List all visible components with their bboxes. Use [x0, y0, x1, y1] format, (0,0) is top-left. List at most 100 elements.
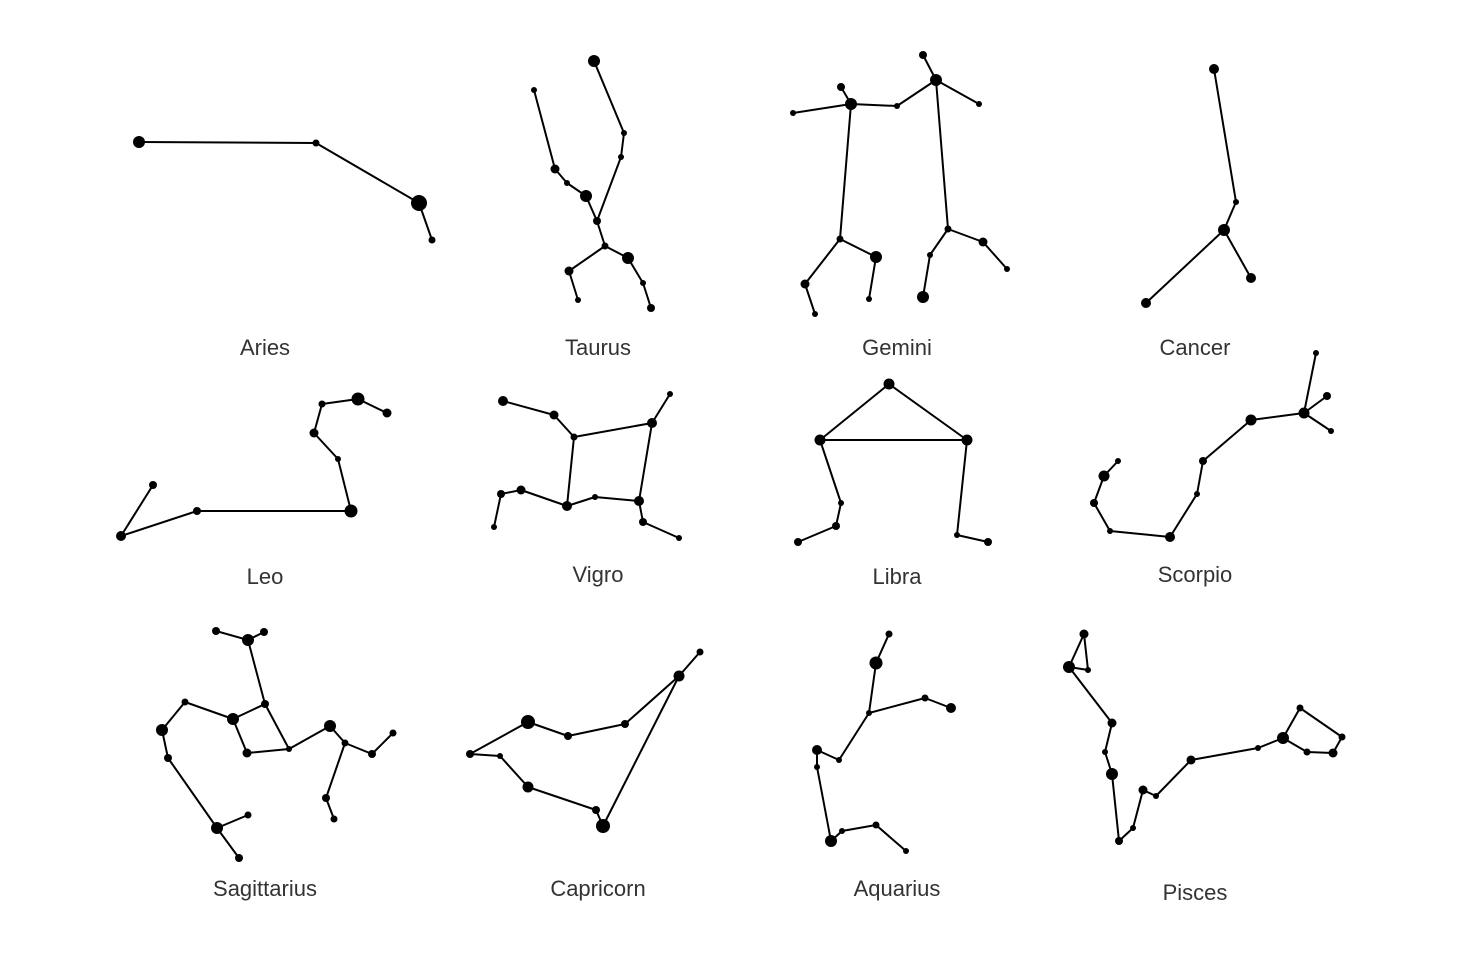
leo-star — [319, 401, 326, 408]
cancer-star — [1209, 64, 1219, 74]
scorpio-connector-line — [1110, 531, 1170, 537]
leo-star — [149, 481, 157, 489]
capricorn-connector-line — [625, 676, 679, 724]
scorpio-connector-line — [1304, 353, 1316, 413]
sagittarius-lines — [162, 631, 393, 858]
scorpio-star — [1115, 458, 1121, 464]
aquarius-star — [922, 695, 929, 702]
pisces-stars — [1063, 630, 1346, 846]
taurus-connector-line — [597, 157, 621, 221]
sagittarius-star — [342, 740, 349, 747]
scorpio-stars — [1090, 350, 1334, 542]
aquarius-lines — [817, 634, 951, 851]
sagittarius-star — [243, 749, 252, 758]
sagittarius-star — [368, 750, 376, 758]
sagittarius-star — [390, 730, 397, 737]
sagittarius-star — [322, 794, 330, 802]
leo-connector-line — [121, 511, 197, 536]
capricorn-star — [497, 753, 503, 759]
vigro-star — [498, 396, 508, 406]
scorpio-star — [1107, 528, 1113, 534]
gemini-connector-line — [805, 284, 815, 314]
gemini-stars — [790, 51, 1010, 317]
constellation-aries: Aries — [133, 136, 436, 360]
pisces-star — [1339, 734, 1346, 741]
constellation-libra: Libra — [794, 379, 992, 590]
taurus-star — [621, 130, 627, 136]
cancer-star — [1218, 224, 1230, 236]
libra-stars — [794, 379, 992, 547]
vigro-star — [634, 496, 644, 506]
aries-label: Aries — [240, 335, 290, 360]
gemini-star — [801, 280, 810, 289]
constellation-sagittarius: Sagittarius — [156, 627, 397, 901]
libra-star — [815, 435, 826, 446]
capricorn-star — [466, 750, 474, 758]
gemini-connector-line — [851, 104, 897, 106]
taurus-star — [551, 165, 560, 174]
gemini-star — [1004, 266, 1010, 272]
leo-connector-line — [314, 404, 322, 433]
libra-star — [794, 538, 802, 546]
vigro-connector-line — [574, 423, 652, 437]
vigro-star — [676, 535, 682, 541]
aquarius-connector-line — [876, 825, 906, 851]
pisces-star — [1115, 837, 1123, 845]
sagittarius-star — [182, 699, 189, 706]
taurus-star — [593, 217, 601, 225]
gemini-star — [837, 83, 845, 91]
aries-stars — [133, 136, 436, 244]
leo-star — [193, 507, 201, 515]
aries-star — [133, 136, 145, 148]
aquarius-stars — [812, 631, 956, 855]
sagittarius-connector-line — [265, 704, 289, 749]
constellation-taurus: Taurus — [531, 55, 655, 360]
vigro-connector-line — [494, 494, 501, 527]
sagittarius-label: Sagittarius — [213, 876, 317, 901]
leo-connector-line — [314, 433, 338, 459]
vigro-star — [517, 486, 526, 495]
gemini-connector-line — [923, 255, 930, 297]
taurus-connector-line — [594, 61, 624, 133]
capricorn-connector-line — [568, 724, 625, 736]
capricorn-star — [523, 782, 534, 793]
pisces-connector-line — [1156, 760, 1191, 796]
vigro-star — [497, 490, 505, 498]
cancer-stars — [1141, 64, 1256, 308]
gemini-connector-line — [869, 257, 876, 299]
gemini-lines — [793, 55, 1007, 314]
vigro-connector-line — [521, 490, 567, 506]
vigro-star — [592, 494, 598, 500]
capricorn-connector-line — [470, 722, 528, 754]
aquarius-star — [873, 822, 880, 829]
libra-lines — [798, 384, 988, 542]
pisces-label: Pisces — [1163, 880, 1228, 905]
sagittarius-connector-line — [345, 743, 372, 754]
libra-star — [832, 522, 840, 530]
pisces-star — [1108, 719, 1117, 728]
sagittarius-connector-line — [289, 726, 330, 749]
aquarius-star — [836, 757, 842, 763]
pisces-star — [1080, 630, 1089, 639]
vigro-star — [571, 434, 578, 441]
aquarius-label: Aquarius — [854, 876, 941, 901]
pisces-star — [1106, 768, 1118, 780]
aries-star — [313, 140, 320, 147]
sagittarius-star — [324, 720, 336, 732]
gemini-connector-line — [936, 80, 979, 104]
sagittarius-star — [227, 713, 239, 725]
leo-label: Leo — [247, 564, 284, 589]
leo-star — [116, 531, 126, 541]
taurus-star — [618, 154, 624, 160]
scorpio-star — [1328, 428, 1334, 434]
leo-star — [352, 393, 365, 406]
constellation-vigro: Vigro — [491, 391, 682, 587]
gemini-star — [837, 236, 844, 243]
pisces-star — [1153, 793, 1159, 799]
libra-star — [884, 379, 895, 390]
leo-star — [335, 456, 341, 462]
vigro-star — [491, 524, 497, 530]
gemini-connector-line — [793, 104, 851, 113]
libra-connector-line — [957, 535, 988, 542]
